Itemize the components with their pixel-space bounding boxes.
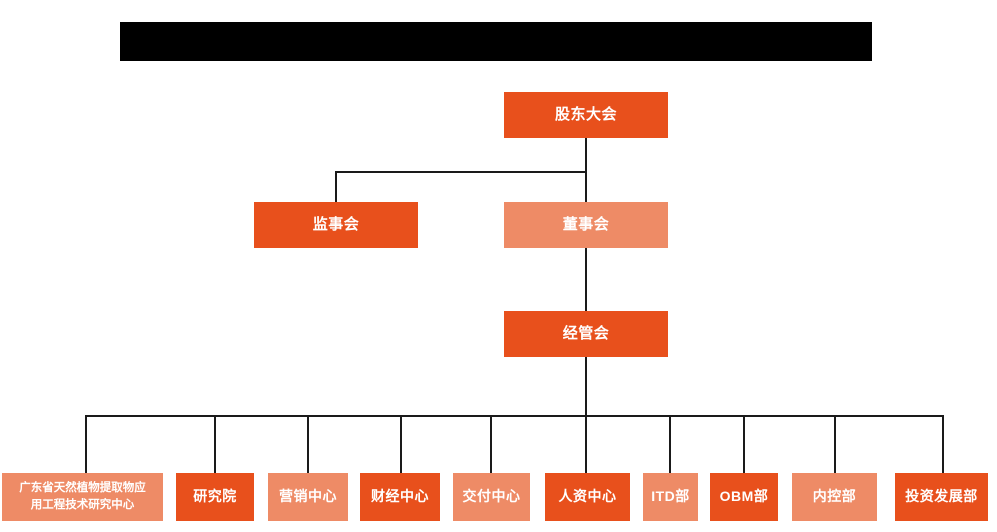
connector-directors-drop <box>585 171 587 202</box>
node-internal-control-dept[interactable]: 内控部 <box>792 473 877 521</box>
node-finance-center-label: 财经中心 <box>371 488 429 505</box>
node-investment-dev-dept[interactable]: 投资发展部 <box>895 473 988 521</box>
node-marketing-center-label: 营销中心 <box>279 488 337 505</box>
node-institute[interactable]: 研究院 <box>176 473 254 521</box>
node-supervisors-label: 监事会 <box>312 215 360 233</box>
connector-shareholders-drop <box>585 138 587 172</box>
connector-management-drop <box>585 357 587 416</box>
node-management[interactable]: 经管会 <box>504 311 668 357</box>
node-supervisors[interactable]: 监事会 <box>254 202 418 248</box>
node-investment-dev-dept-label: 投资发展部 <box>905 488 978 505</box>
node-hr-center[interactable]: 人资中心 <box>545 473 630 521</box>
connector-finance-center-drop <box>400 415 402 473</box>
node-delivery-center-label: 交付中心 <box>462 488 521 505</box>
connector-hr-center-drop <box>585 415 587 473</box>
node-obm-dept[interactable]: OBM部 <box>710 473 778 521</box>
node-directors[interactable]: 董事会 <box>504 202 668 248</box>
node-obm-dept-label: OBM部 <box>719 488 769 505</box>
connector-delivery-center-drop <box>490 415 492 473</box>
connector-internal-control-dept-drop <box>834 415 836 473</box>
node-research-center-label: 广东省天然植物提取物应 用工程技术研究中心 <box>19 482 146 511</box>
connector-level4-bus <box>85 415 944 417</box>
connector-supervisors-drop <box>335 171 337 202</box>
node-itd-dept[interactable]: ITD部 <box>643 473 698 521</box>
node-hr-center-label: 人资中心 <box>558 488 617 505</box>
node-shareholders[interactable]: 股东大会 <box>504 92 668 138</box>
node-internal-control-dept-label: 内控部 <box>812 488 857 505</box>
node-directors-label: 董事会 <box>562 215 610 233</box>
node-finance-center[interactable]: 财经中心 <box>360 473 440 521</box>
node-itd-dept-label: ITD部 <box>651 488 690 505</box>
connector-directors-to-management <box>585 248 587 312</box>
connector-itd-dept-drop <box>669 415 671 473</box>
node-management-label: 经管会 <box>562 324 610 342</box>
connector-investment-dev-dept-drop <box>942 415 944 473</box>
connector-obm-dept-drop <box>743 415 745 473</box>
connector-institute-drop <box>214 415 216 473</box>
node-institute-label: 研究院 <box>193 488 237 505</box>
connector-research-center-drop <box>85 415 87 473</box>
node-shareholders-label: 股东大会 <box>554 105 617 123</box>
redacted-title-bar <box>120 22 872 61</box>
connector-marketing-center-drop <box>307 415 309 473</box>
connector-level2-bus <box>335 171 587 173</box>
node-marketing-center[interactable]: 营销中心 <box>268 473 348 521</box>
node-delivery-center[interactable]: 交付中心 <box>453 473 530 521</box>
node-research-center[interactable]: 广东省天然植物提取物应 用工程技术研究中心 <box>2 473 163 521</box>
